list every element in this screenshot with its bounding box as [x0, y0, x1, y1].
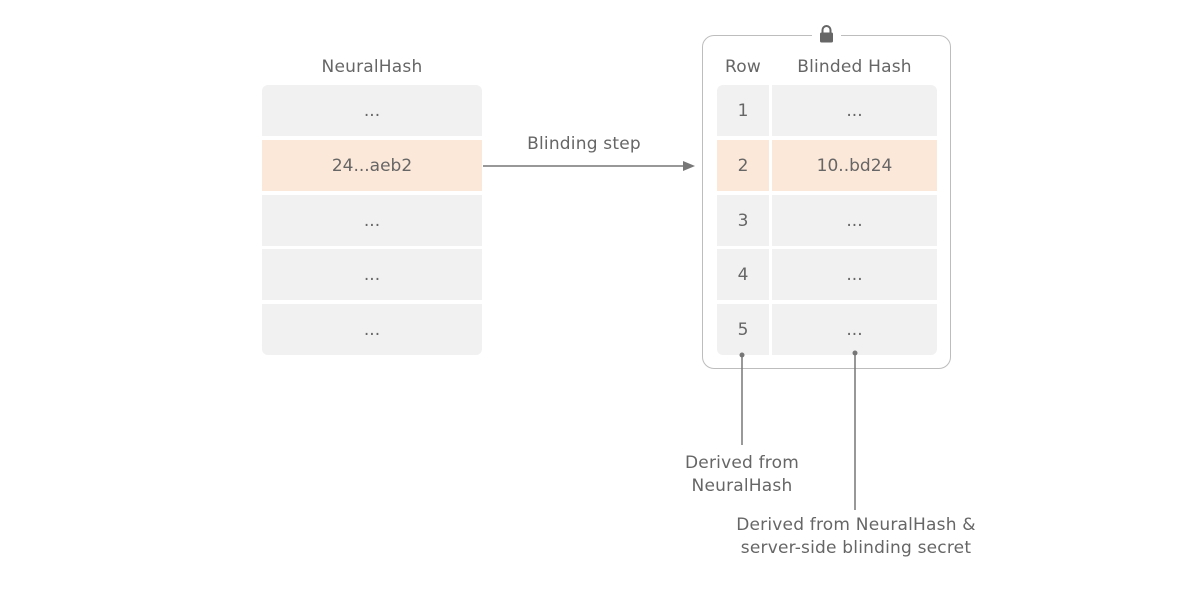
blinded-hash-column-header: Blinded Hash [797, 57, 912, 77]
neuralhash-table: ... 24...aeb2 ... ... ... [262, 85, 482, 355]
row-number-cell: 3 [717, 195, 769, 246]
neuralhash-cell-1: ... [262, 85, 482, 136]
blinded-hash-cell: ... [772, 195, 937, 246]
blinding-arrow-head [683, 161, 695, 171]
row-number-cell: 5 [717, 304, 769, 355]
neuralhash-cell-5: ... [262, 304, 482, 355]
row-number-cell: 2 [717, 140, 769, 191]
blinding-step-label: Blinding step [527, 134, 641, 154]
neuralhash-cell-4: ... [262, 249, 482, 300]
row-source-annotation-line2: NeuralHash [691, 476, 793, 496]
row-source-annotation-line1: Derived from [685, 453, 799, 473]
neuralhash-header: NeuralHash [321, 57, 423, 77]
hash-source-annotation-line1: Derived from NeuralHash & [736, 515, 976, 535]
hash-source-annotation-line2: server-side blinding secret [740, 538, 972, 558]
blinded-hash-table: 1 ... 2 10..bd24 3 ... 4 ... 5 ... [717, 85, 937, 355]
neuralhash-cell-2: 24...aeb2 [262, 140, 482, 191]
blinded-hash-cell: ... [772, 249, 937, 300]
row-number-cell: 1 [717, 85, 769, 136]
blinded-hash-cell: 10..bd24 [772, 140, 937, 191]
row-number-cell: 4 [717, 249, 769, 300]
row-column-header: Row [725, 57, 761, 77]
blinded-hash-cell: ... [772, 85, 937, 136]
blinded-hash-cell: ... [772, 304, 937, 355]
neuralhash-cell-3: ... [262, 195, 482, 246]
